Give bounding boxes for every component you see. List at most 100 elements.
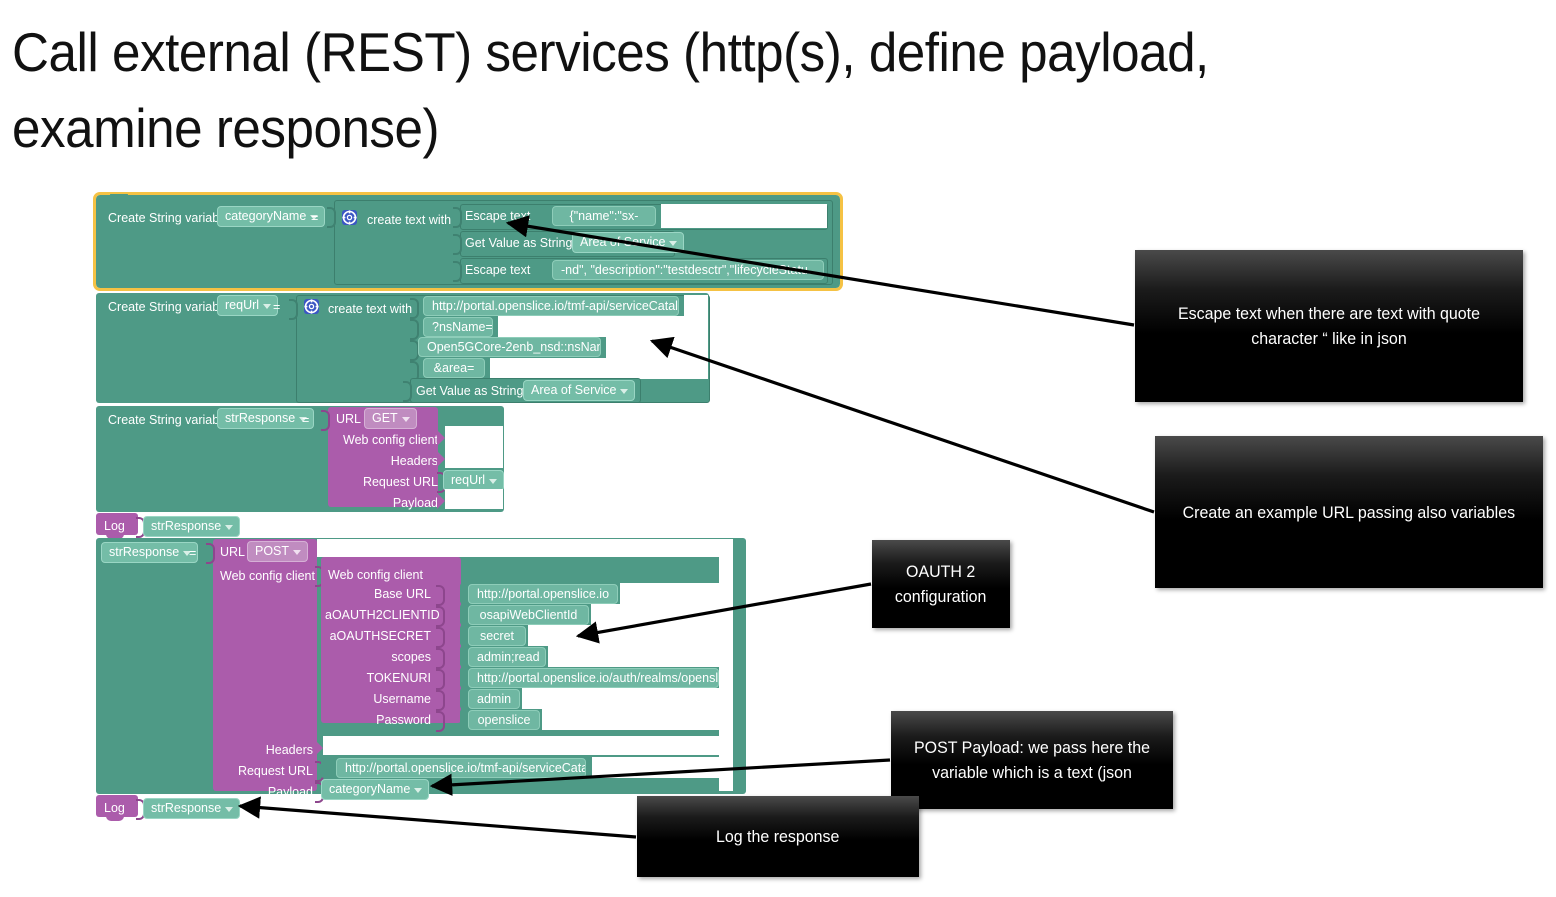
block4-row0-hole (323, 736, 719, 755)
block1-row0-label: Escape text (465, 209, 531, 223)
block1-row0-value[interactable]: {"name":"sx- (552, 206, 656, 226)
log2-top-nub (106, 795, 124, 800)
block4-hole-r2 (528, 625, 719, 646)
block2-row2-value[interactable]: Open5GCore-2enb_nsd::nsName (418, 337, 601, 357)
block2-variable-dropdown[interactable]: reqUrl (217, 295, 279, 316)
gear-icon[interactable] (304, 299, 319, 314)
block4-hole-r5 (522, 688, 719, 709)
block2-row3-value[interactable]: &area= (423, 358, 485, 378)
block2-label: Create String variable (108, 300, 229, 314)
block1-row0-socket (453, 207, 462, 228)
log2-bottom-nub (106, 816, 124, 821)
block3-row3-label: Payload (392, 496, 438, 510)
block4-row0-label: Headers (265, 743, 313, 757)
block1-row2-label: Escape text (465, 263, 531, 277)
callout-escape-text-label: Escape text when there are text with quo… (1177, 304, 1481, 348)
block4-hole-r6 (542, 709, 719, 730)
block4-wc-row1-value[interactable]: osapiWebClientId (468, 605, 589, 625)
block4-hole-r0 (620, 583, 719, 604)
block1-top-nub (110, 194, 128, 199)
log1-dropdown[interactable]: strResponse (143, 516, 241, 537)
block3-method-dropdown[interactable]: GET (364, 408, 417, 429)
callout-post-payload-label: POST Payload: we pass here the variable … (914, 738, 1150, 782)
callout-post-payload: POST Payload: we pass here the variable … (891, 711, 1173, 809)
block3-row1-socket (437, 451, 445, 467)
block1-row2-socket (453, 261, 462, 282)
log2-dropdown[interactable]: strResponse (143, 798, 241, 819)
block2-hole-a (684, 295, 708, 316)
block3-url-label: URL (336, 412, 362, 426)
block4-row2-label: Payload (267, 785, 313, 799)
block2-hole-c (606, 337, 708, 358)
block3-variable-dropdown[interactable]: strResponse (217, 408, 315, 429)
block4-url-label: URL (220, 545, 246, 559)
block4-row2-dropdown[interactable]: categoryName (321, 779, 430, 800)
block2-hole-b (498, 316, 708, 337)
gear-icon[interactable] (342, 210, 357, 225)
log1-top-nub (106, 513, 124, 518)
block3-row0-label: Web config client (343, 433, 438, 447)
block4-row1-value[interactable]: http://portal.openslice.io/tmf-api/servi… (336, 758, 586, 778)
block1-equals: = (311, 211, 319, 225)
block1-row1-dropdown[interactable]: Area of Service (572, 232, 685, 253)
log1-bottom-nub (106, 534, 124, 539)
blockly-workspace[interactable]: Create String variable categoryName = cr… (93, 192, 856, 825)
block-log-2[interactable] (96, 795, 138, 817)
block4-wc-row5-value[interactable]: admin (468, 689, 520, 709)
block2-create-text-with-label: create text with (328, 302, 413, 316)
block4-wc-row2-value[interactable]: secret (468, 626, 526, 646)
block1-row1-socket (453, 234, 462, 255)
block2-row4-label: Get Value as String (416, 384, 524, 398)
block2-row4-dropdown[interactable]: Area of Service (523, 380, 636, 401)
block3-label: Create String variable (108, 413, 229, 427)
block4-equals: = (189, 546, 197, 560)
block4-row0-socket (315, 740, 323, 756)
block3-url-socket (321, 410, 330, 431)
callout-oauth-config-label: OAUTH 2 configuration (895, 562, 987, 606)
block1-variable-dropdown[interactable]: categoryName (217, 206, 326, 227)
block4-wc-row0-value[interactable]: http://portal.openslice.io (468, 584, 618, 604)
block4-webconfig-outer-label: Web config client (220, 569, 315, 583)
block3-row0-hole (445, 426, 503, 447)
block4-method-dropdown[interactable]: POST (247, 541, 309, 562)
callout-oauth-config: OAUTH 2 configuration (872, 540, 1010, 628)
page-title: Call external (REST) services (http(s), … (12, 21, 1223, 159)
block4-url-block[interactable] (213, 539, 317, 791)
block3-row2-dropdown[interactable]: reqUrl (443, 470, 505, 491)
block4-wc-row4-value[interactable]: http://portal.openslice.io/auth/realms/o… (468, 668, 719, 688)
callout-create-url: Create an example URL passing also varia… (1155, 436, 1543, 588)
block4-wc-row6-label: Password (376, 713, 431, 727)
log1-label: Log (104, 519, 125, 533)
block4-url-socket (206, 543, 215, 564)
block4-wc-row5-label: Username (373, 692, 431, 706)
block4-wc-row2-socket (436, 627, 445, 648)
block2-hole-d (490, 358, 708, 379)
block3-row3-socket (437, 493, 445, 509)
block1-row2-value[interactable]: -nd", "description":"testdesctr","lifecy… (552, 260, 824, 280)
block3-row1-hole (445, 447, 503, 468)
block3-row3-hole (445, 489, 503, 509)
block4-hole-top (317, 539, 719, 557)
block4-wc-row0-socket (436, 585, 445, 606)
block1-label: Create String variable (108, 211, 229, 225)
block4-wc-row6-socket (436, 711, 445, 732)
block2-create-text-socket (289, 299, 298, 320)
block4-wc-row4-socket (436, 669, 445, 690)
block4-wc-row3-label: scopes (391, 650, 431, 664)
block3-row1-label: Headers (390, 454, 438, 468)
block-log-1[interactable] (96, 513, 138, 535)
block4-variable-dropdown[interactable]: strResponse (101, 542, 199, 563)
block4-wc-row3-value[interactable]: admin;read (468, 647, 546, 667)
callout-log-response-label: Log the response (716, 827, 840, 846)
block2-row0-value[interactable]: http://portal.openslice.io/tmf-api/servi… (423, 296, 679, 316)
block4-wc-row0-label: Base URL (374, 587, 431, 601)
block4-wc-row3-socket (436, 648, 445, 669)
block4-top-nub (110, 538, 128, 543)
block2-row4-socket (403, 381, 412, 402)
block4-wc-row6-value[interactable]: openslice (468, 710, 540, 730)
block2-row1-value[interactable]: ?nsName= (423, 317, 493, 337)
block2-equals: = (273, 300, 281, 314)
block4-hole-r1 (591, 604, 719, 625)
callout-log-response: Log the response (637, 796, 919, 877)
block3-equals: = (302, 413, 310, 427)
